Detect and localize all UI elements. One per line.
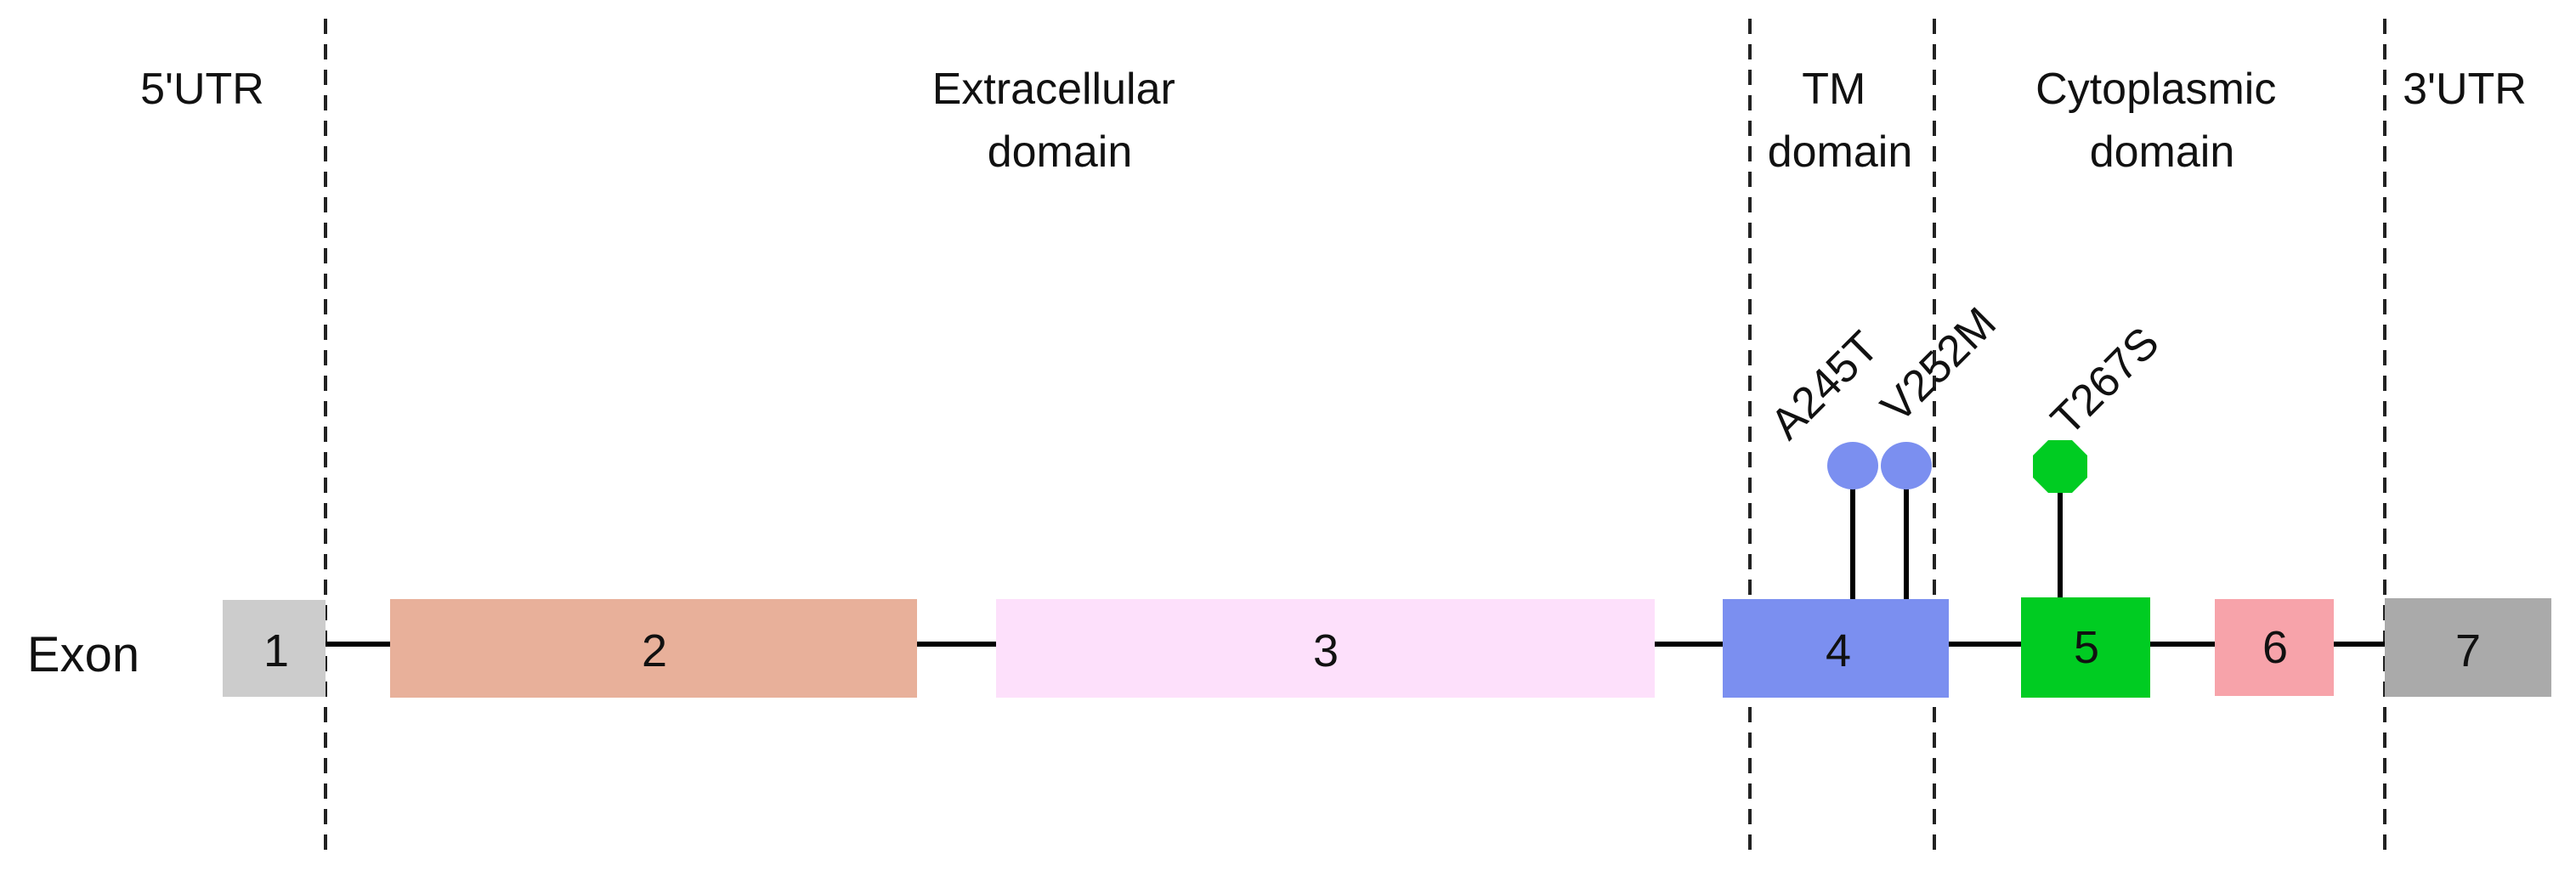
region-label-cytoplasmic: Cytoplasmic domain [2035, 65, 2289, 177]
exon-1: 1 [223, 600, 326, 697]
region-labels: 5'UTR Extracellular domain TM domain Cyt… [140, 65, 2527, 177]
variant-label: V252M [1871, 298, 2006, 433]
exon-box [1723, 599, 1949, 698]
variant-v252m: V252M [1871, 298, 2006, 599]
exon-box [390, 599, 917, 698]
variant-label: T267S [2041, 318, 2168, 444]
exon-number: 4 [1826, 625, 1851, 676]
variant-marker-hexagon [2033, 440, 2087, 493]
exon-box [996, 599, 1655, 698]
exon-box [2385, 598, 2551, 697]
exon-number: 1 [263, 625, 289, 676]
exon-6: 6 [2215, 599, 2334, 696]
exon-boxes: 1 2 3 4 5 6 7 [223, 597, 2551, 698]
region-label-utr5: 5'UTR [140, 65, 264, 114]
variant-marker-circle [1881, 442, 1932, 489]
exon-box [2021, 597, 2150, 698]
variant-a245t: A245T [1761, 322, 1888, 599]
variant-lollipops: A245T V252M T267S [1761, 298, 2169, 599]
region-dividers [324, 19, 2386, 860]
exon-number: 3 [1313, 625, 1339, 676]
exon-number: 5 [2074, 622, 2099, 673]
exon-number: 7 [2455, 625, 2481, 676]
region-label-utr3: 3'UTR [2403, 65, 2527, 114]
variant-marker-circle [1827, 442, 1878, 489]
exon-4: 4 [1723, 599, 1949, 698]
exon-box [223, 600, 326, 697]
region-label-extracellular: Extracellular domain [932, 65, 1188, 177]
region-label-tm: TM domain [1768, 65, 1913, 177]
exon-number: 6 [2262, 622, 2288, 673]
exon-3: 3 [996, 599, 1655, 698]
exon-2: 2 [390, 599, 917, 698]
variant-t267s: T267S [2033, 318, 2169, 599]
exon-5: 5 [2021, 597, 2150, 698]
exon-row-label: Exon [27, 627, 139, 682]
exon-box [2215, 599, 2334, 696]
variant-label: A245T [1761, 322, 1888, 449]
exon-7: 7 [2385, 598, 2551, 697]
exon-number: 2 [642, 625, 667, 676]
